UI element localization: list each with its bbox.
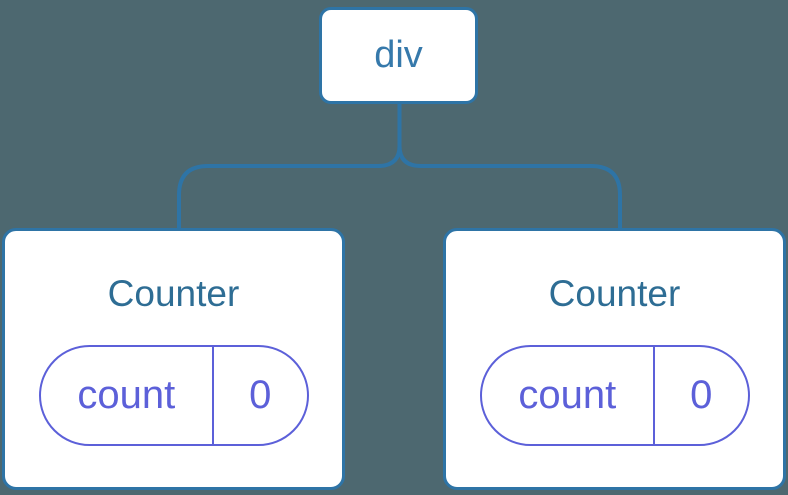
root-node-label: div <box>374 34 423 76</box>
state-value: 0 <box>249 373 272 417</box>
counter-node-left: Counter count 0 <box>2 228 345 490</box>
connector-left-branch <box>177 102 402 229</box>
component-name: Counter <box>107 273 240 314</box>
state-key: count <box>482 347 656 444</box>
root-node-div: div <box>319 7 478 104</box>
state-pill: count 0 <box>479 345 750 446</box>
connector-right-branch <box>397 102 622 229</box>
counter-node-right: Counter count 0 <box>443 228 786 490</box>
component-name: Counter <box>548 273 681 314</box>
state-pill: count 0 <box>38 345 309 446</box>
state-value: 0 <box>690 373 713 417</box>
state-key: count <box>41 347 215 444</box>
